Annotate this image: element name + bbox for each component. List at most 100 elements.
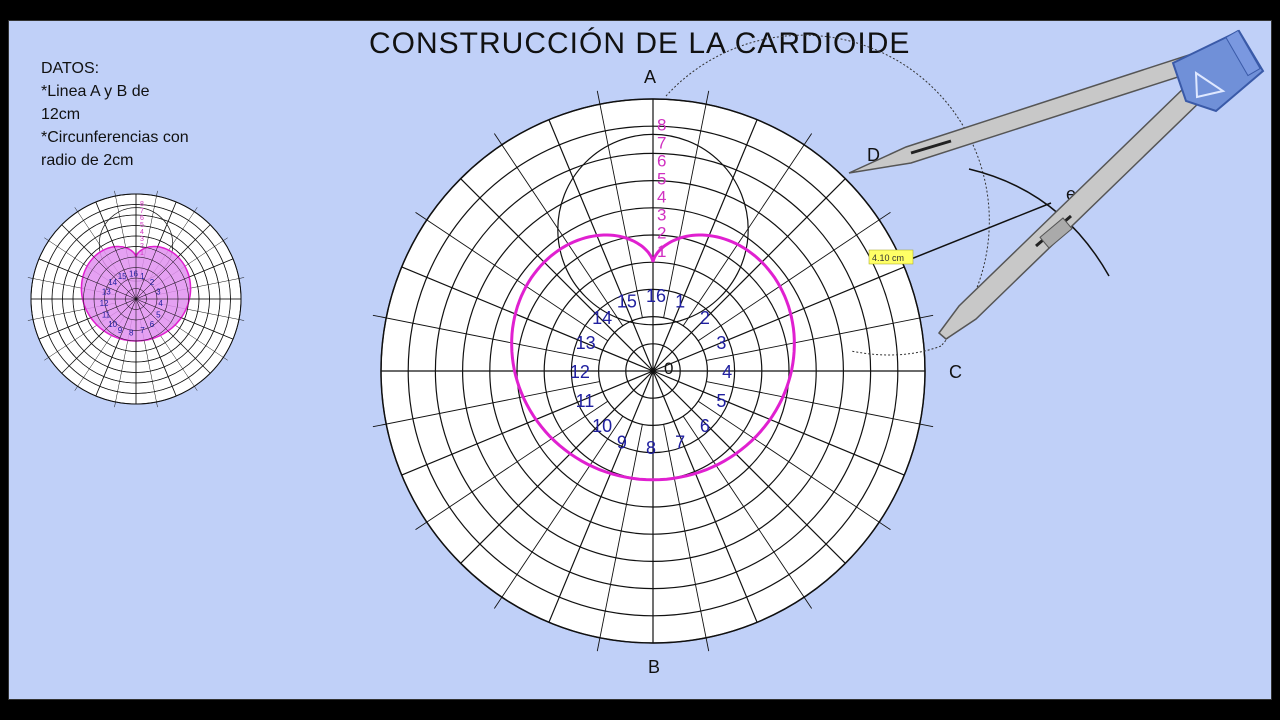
secondary-line	[415, 211, 609, 342]
point-e-label: e	[1066, 184, 1076, 204]
radial-line-overlay	[61, 224, 137, 300]
division-number: 15	[617, 292, 637, 312]
compass-tool: 4.10 cm	[848, 29, 1265, 340]
axis-number: 7	[657, 134, 666, 153]
secondary-line	[493, 415, 624, 609]
division-number: 10	[592, 416, 612, 436]
division-number: 9	[118, 326, 123, 335]
radial-line	[652, 266, 905, 372]
division-number: 7	[140, 326, 145, 335]
division-number: 1	[140, 272, 145, 281]
division-number: 6	[150, 320, 155, 329]
division-number: 14	[108, 278, 117, 287]
radial-line-overlay	[135, 258, 234, 300]
radial-line	[401, 370, 654, 476]
cardioid-path	[510, 233, 796, 482]
compass-leg-upper	[848, 50, 1211, 174]
division-number: 2	[700, 308, 710, 328]
secondary-line	[697, 400, 891, 531]
drawing-canvas: CONSTRUCCIÓN DE LA CARDIOIDE DATOS: *Lin…	[8, 20, 1272, 700]
radial-line	[460, 370, 654, 564]
compass-mark	[910, 139, 952, 155]
construction-line	[910, 202, 1052, 260]
radial-line-overlay	[135, 298, 177, 397]
division-number: 16	[646, 286, 666, 306]
axis-number: 6	[140, 215, 144, 222]
division-number: 16	[129, 270, 138, 279]
secondary-line	[706, 381, 934, 428]
axis-number: 8	[140, 201, 144, 208]
secondary-line	[663, 90, 710, 318]
secondary-line	[663, 424, 710, 652]
division-number: 14	[592, 308, 612, 328]
division-number: 12	[100, 299, 109, 308]
axis-number: 7	[140, 208, 144, 215]
compass-joint	[1039, 217, 1073, 249]
axis-number: 2	[140, 243, 144, 250]
division-number: 13	[102, 288, 111, 297]
data-heading: DATOS:	[41, 60, 100, 77]
division-number: 9	[617, 432, 627, 452]
radial-line	[652, 370, 846, 564]
data-notes: DATOS: *Linea A y B de 12cm *Circunferen…	[41, 57, 189, 172]
point-a-label: A	[644, 67, 656, 87]
division-number: 1	[675, 292, 685, 312]
dotted-arc	[665, 34, 990, 347]
division-number: 4	[158, 299, 163, 308]
data-line: 12cm	[41, 106, 81, 123]
division-number: 11	[102, 310, 111, 319]
division-number: 8	[646, 438, 656, 458]
secondary-line	[697, 211, 891, 342]
axis-number: 2	[657, 224, 666, 243]
data-line: *Linea A y B de	[41, 83, 150, 100]
division-number: 7	[675, 432, 685, 452]
division-number: 3	[156, 288, 161, 297]
secondary-line	[596, 90, 643, 318]
division-number: 11	[576, 391, 595, 411]
secondary-line	[415, 400, 609, 531]
secondary-line	[372, 314, 600, 361]
compass-reading-box	[868, 249, 914, 265]
radial-line	[548, 370, 654, 623]
division-number: 2	[150, 278, 155, 287]
polar-grid	[372, 90, 934, 652]
secondary-line	[493, 133, 624, 327]
radial-line	[652, 119, 758, 372]
division-number: 15	[118, 272, 127, 281]
radial-line	[652, 178, 846, 372]
axis-number: 3	[657, 206, 666, 225]
axis-number: 1	[140, 250, 144, 257]
radial-line	[652, 370, 758, 623]
data-line: *Circunferencias con	[41, 129, 189, 146]
axis-number: 1	[657, 242, 666, 261]
secondary-line	[596, 424, 643, 652]
radial-line-overlay	[61, 298, 137, 374]
radial-line-overlay	[38, 258, 137, 300]
page-title: CONSTRUCCIÓN DE LA CARDIOIDE	[369, 27, 911, 60]
point-b-label: B	[648, 657, 660, 677]
division-number: 5	[156, 310, 161, 319]
division-number: 10	[108, 320, 117, 329]
radial-line-overlay	[38, 298, 137, 340]
radial-line	[401, 266, 654, 372]
secondary-line	[706, 314, 934, 361]
axis-number: 8	[657, 116, 666, 135]
axis-number: 3	[140, 236, 144, 243]
radial-line	[460, 178, 654, 372]
axis-number: 4	[657, 188, 666, 207]
radial-line-overlay	[135, 201, 177, 300]
division-number: 5	[716, 391, 726, 411]
radial-line-overlay	[135, 224, 211, 300]
division-number: 12	[570, 362, 590, 382]
cardioid-curve	[510, 233, 796, 482]
axis-number: 4	[140, 229, 144, 236]
division-number: 13	[576, 333, 596, 353]
axis-number: 5	[140, 222, 144, 229]
radial-line-overlay	[135, 298, 211, 374]
compass-reading: 4.10 cm	[872, 253, 904, 263]
division-number: 6	[700, 416, 710, 436]
